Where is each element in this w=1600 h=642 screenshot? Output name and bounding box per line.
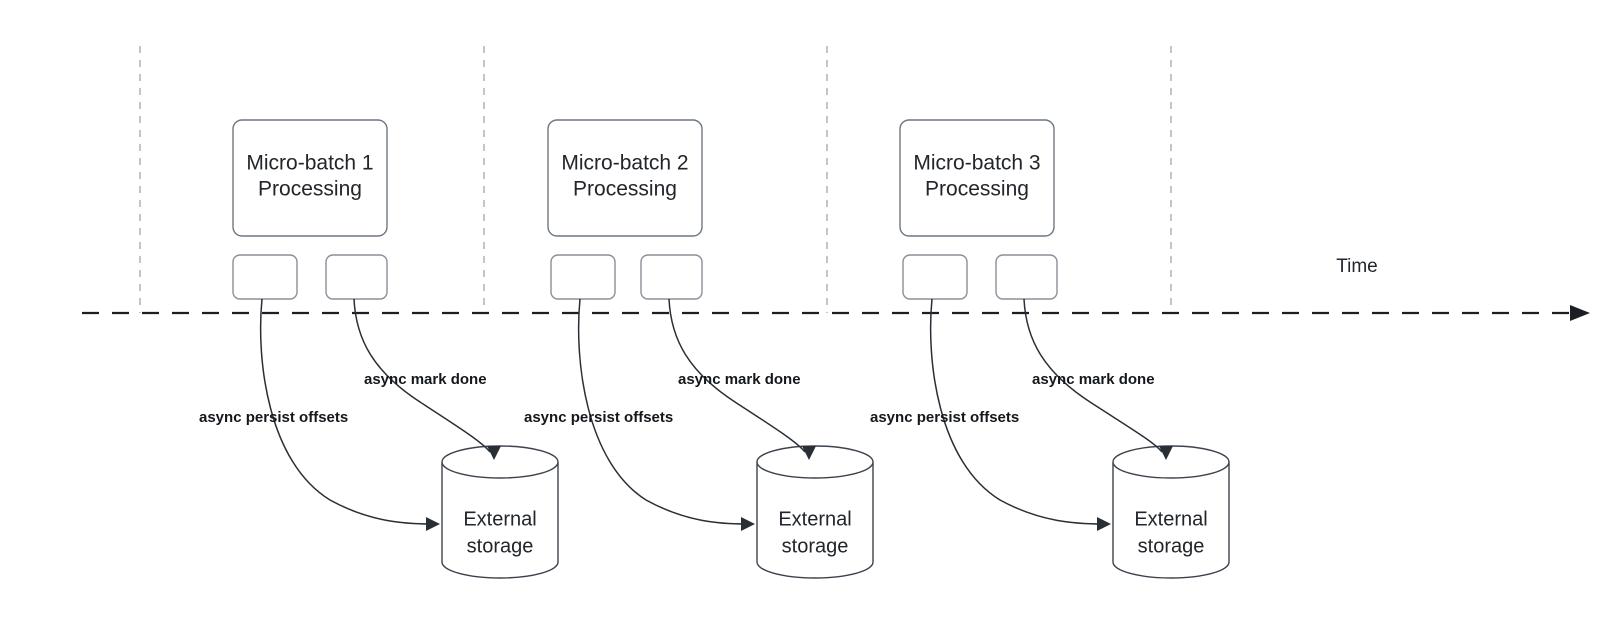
edge-async-persist-offsets-label: async persist offsets xyxy=(524,409,673,426)
micro-batch-label-line2: Processing xyxy=(573,178,677,201)
edge-async-mark-done-label: async mark done xyxy=(364,371,487,388)
external-storage-label-line2: storage xyxy=(467,535,534,557)
task-box-persist[interactable] xyxy=(902,254,968,300)
edge-async-mark-done-arrowhead-icon xyxy=(802,446,816,460)
edge-async-mark-done-path xyxy=(1023,298,1163,453)
edge-async-persist-offsets-arrowhead-icon xyxy=(426,517,440,531)
micro-batch-label-line1: Micro-batch 1 xyxy=(246,152,373,175)
edge-async-persist-offsets-arrowhead-icon xyxy=(741,517,755,531)
external-storage-label-line1: External xyxy=(1134,508,1207,530)
micro-batch-box[interactable] xyxy=(547,119,703,237)
micro-batch-label-line2: Processing xyxy=(258,178,362,201)
task-box-mark[interactable] xyxy=(995,254,1058,300)
micro-batch-label-line1: Micro-batch 3 xyxy=(913,152,1040,175)
time-axis-layer: Time xyxy=(82,256,1590,321)
task-box-mark[interactable] xyxy=(640,254,703,300)
micro-batch-box[interactable] xyxy=(232,119,388,237)
edge-async-persist-offsets-path xyxy=(577,298,748,525)
edge-async-mark-done-path xyxy=(668,298,806,453)
edge-async-mark-done-label: async mark done xyxy=(678,371,801,388)
tick-lines-layer xyxy=(139,46,1172,313)
micro-batch-label-line1: Micro-batch 2 xyxy=(561,152,688,175)
external-storage-cylinder-body[interactable] xyxy=(756,462,874,579)
task-box-persist[interactable] xyxy=(232,254,298,300)
task-box-persist[interactable] xyxy=(550,254,616,300)
external-storage-cylinder-top xyxy=(1112,445,1230,479)
edge-async-persist-offsets-path xyxy=(259,298,433,525)
time-axis-label: Time xyxy=(1336,256,1378,277)
external-storage-cylinder-top xyxy=(441,445,559,479)
time-axis-arrowhead-icon xyxy=(1570,305,1590,321)
edge-async-persist-offsets-label: async persist offsets xyxy=(870,409,1019,426)
edge-async-mark-done-path xyxy=(353,298,491,453)
task-box-mark[interactable] xyxy=(325,254,388,300)
external-storage-cylinder-body[interactable] xyxy=(441,462,559,579)
external-storage-label-line2: storage xyxy=(1138,535,1205,557)
edge-async-mark-done-label: async mark done xyxy=(1032,371,1155,388)
micro-batch-label-line2: Processing xyxy=(925,178,1029,201)
edge-async-mark-done-arrowhead-icon xyxy=(487,446,501,460)
edge-async-mark-done-arrowhead-icon xyxy=(1159,446,1173,460)
micro-batch-box[interactable] xyxy=(899,119,1055,237)
external-storage-cylinder-body[interactable] xyxy=(1112,462,1230,579)
external-storage-label-line1: External xyxy=(463,508,536,530)
edge-async-persist-offsets-label: async persist offsets xyxy=(199,409,348,426)
external-storage-label-line1: External xyxy=(778,508,851,530)
external-storage-cylinder-top xyxy=(756,445,874,479)
edge-async-persist-offsets-path xyxy=(929,298,1104,525)
external-storage-label-line2: storage xyxy=(782,535,849,557)
edge-async-persist-offsets-arrowhead-icon xyxy=(1097,517,1111,531)
